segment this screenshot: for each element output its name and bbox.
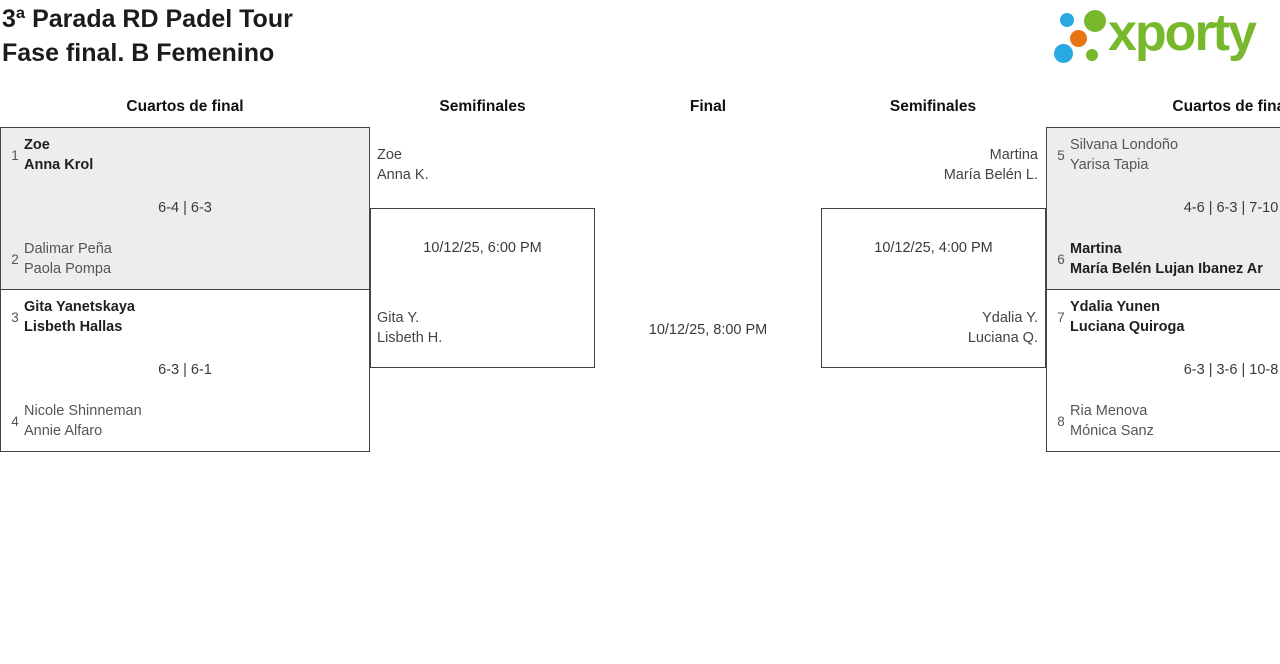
player-name: Gita Yanetskaya <box>24 299 135 315</box>
player-name: Lisbeth Hallas <box>24 318 123 335</box>
player-name: María Belén Lujan Ibanez Ar <box>1070 260 1263 277</box>
logo-dot-icon <box>1084 10 1106 32</box>
match-quarterfinal-1[interactable]: 1 Zoe Anna Krol 6-4 | 6-3 2 Dalimar Peña… <box>0 127 370 290</box>
match-quarterfinal-2[interactable]: 3 Gita Yanetskaya Lisbeth Hallas 6-3 | 6… <box>0 289 370 452</box>
semifinal-right-datetime: 10/12/25, 4:00 PM <box>874 240 993 256</box>
player-name: Luciana Q. <box>967 329 1038 346</box>
match-quarterfinal-4[interactable]: 7 Ydalia Yunen Luciana Quiroga 6-3 | 3-6… <box>1046 289 1280 452</box>
player-name: Ydalia Yunen <box>1070 299 1160 315</box>
semifinal-right-team-bottom: Ydalia Y. Luciana Q. <box>821 309 1038 348</box>
team-names-loser: Ria Menova Mónica Sanz <box>1070 402 1154 441</box>
column-header-final: Final <box>689 98 727 115</box>
team-row: 2 Dalimar Peña Paola Pompa <box>1 240 369 279</box>
seed-number: 5 <box>1057 148 1065 163</box>
semifinal-right-team-top: Martina María Belén L. <box>821 146 1038 185</box>
team-row: 8 Ria Menova Mónica Sanz <box>1047 402 1280 441</box>
logo-dot-icon <box>1054 44 1073 63</box>
team-names-winner: Zoe Anna Krol <box>24 136 93 175</box>
player-name: Zoe <box>24 137 50 153</box>
match-score: 6-3 | 6-1 <box>158 361 212 378</box>
player-name: Dalimar Peña <box>24 241 112 257</box>
player-name: Gita Y. <box>377 310 420 326</box>
player-name: Paola Pompa <box>24 260 112 277</box>
seed-number: 2 <box>11 252 19 267</box>
logo-dot-icon <box>1060 13 1074 27</box>
player-name: María Belén L. <box>943 166 1038 183</box>
team-names-loser: Nicole Shinneman Annie Alfaro <box>24 402 142 441</box>
seed-number: 3 <box>11 310 19 325</box>
player-name: Lisbeth H. <box>377 329 443 346</box>
seed-number: 6 <box>1057 252 1065 267</box>
match-score: 6-3 | 3-6 | 10-8 <box>1183 361 1279 378</box>
match-score: 6-4 | 6-3 <box>158 199 212 216</box>
logo-dot-icon <box>1070 30 1087 47</box>
column-header-semifinals-right: Semifinales <box>889 98 977 115</box>
player-name: Martina <box>989 147 1038 163</box>
team-names-loser: Silvana Londoño Yarisa Tapia <box>1070 136 1178 175</box>
seed-number: 7 <box>1057 310 1065 325</box>
player-name: Luciana Quiroga <box>1070 318 1185 335</box>
team-row: 6 Martina María Belén Lujan Ibanez Ar <box>1047 240 1280 279</box>
player-name: Anna Krol <box>24 156 94 173</box>
team-names-winner: Martina María Belén Lujan Ibanez Ar <box>1070 240 1263 279</box>
player-name: Mónica Sanz <box>1070 422 1154 439</box>
semifinal-left-datetime: 10/12/25, 6:00 PM <box>423 240 542 256</box>
seed-number: 1 <box>11 148 19 163</box>
logo-wordmark: xporty <box>1108 4 1257 62</box>
team-names-winner: Gita Yanetskaya Lisbeth Hallas <box>24 298 135 337</box>
player-name: Nicole Shinneman <box>24 403 142 419</box>
match-semifinal-right[interactable] <box>821 208 1046 368</box>
final-datetime: 10/12/25, 8:00 PM <box>648 322 768 338</box>
semifinal-left-team-bottom: Gita Y. Lisbeth H. <box>377 309 442 348</box>
team-row: 4 Nicole Shinneman Annie Alfaro <box>1 402 369 441</box>
page-title: 3ª Parada RD Padel Tour Fase final. B Fe… <box>2 2 293 70</box>
player-name: Yarisa Tapia <box>1070 156 1149 173</box>
column-header-quarterfinals-right: Cuartos de final <box>1172 98 1280 115</box>
player-name: Martina <box>1070 241 1122 257</box>
team-names-loser: Dalimar Peña Paola Pompa <box>24 240 112 279</box>
player-name: Annie Alfaro <box>24 422 103 439</box>
team-row: 1 Zoe Anna Krol <box>1 136 369 175</box>
team-row: 3 Gita Yanetskaya Lisbeth Hallas <box>1 298 369 337</box>
team-names-winner: Ydalia Yunen Luciana Quiroga <box>1070 298 1184 337</box>
column-header-quarterfinals-left: Cuartos de final <box>126 98 244 115</box>
phase-name: Fase final. B Femenino <box>2 39 275 67</box>
player-name: Ydalia Y. <box>982 310 1038 326</box>
seed-number: 8 <box>1057 414 1065 429</box>
team-row: 5 Silvana Londoño Yarisa Tapia <box>1047 136 1280 175</box>
player-name: Ria Menova <box>1070 403 1148 419</box>
seed-number: 4 <box>11 414 19 429</box>
player-name: Silvana Londoño <box>1070 137 1179 153</box>
team-row: 7 Ydalia Yunen Luciana Quiroga <box>1047 298 1280 337</box>
player-name: Anna K. <box>377 166 429 183</box>
match-quarterfinal-3[interactable]: 5 Silvana Londoño Yarisa Tapia 4-6 | 6-3… <box>1046 127 1280 290</box>
player-name: Zoe <box>377 147 402 163</box>
match-semifinal-left[interactable] <box>370 208 595 368</box>
column-header-semifinals-left: Semifinales <box>439 98 526 115</box>
semifinal-left-team-top: Zoe Anna K. <box>377 146 429 185</box>
match-score: 4-6 | 6-3 | 7-10 <box>1183 199 1279 216</box>
logo-dot-icon <box>1086 49 1098 61</box>
tournament-name: 3ª Parada RD Padel Tour <box>2 5 293 33</box>
